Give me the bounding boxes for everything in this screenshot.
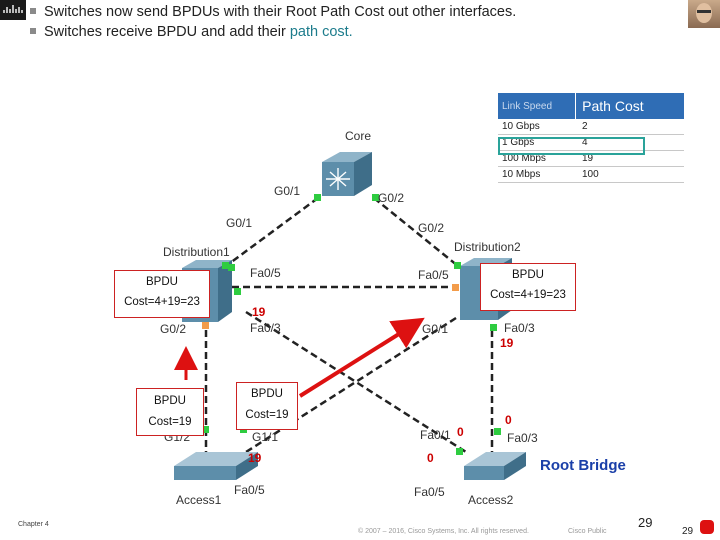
chapter-label: Chapter 4 [18,521,49,528]
port-label-d1-g02: G0/2 [160,322,187,336]
presenter-photo [688,0,720,28]
bpdu-box-d2: BPDU Cost=4+19=23 [480,263,576,311]
link-d2-a1 [245,316,457,454]
port-a2-fa01 [456,448,463,455]
port-d1-fa05 [228,264,235,271]
cost-a2-fa01-bottom: 0 [427,451,434,465]
bpdu-cost: Cost=4+19=23 [124,296,200,308]
bpdu-cost: Cost=19 [148,416,192,428]
cost-a2-fa03: 0 [505,413,512,427]
root-bridge-label: Root Bridge [540,457,626,474]
slide-marker-icon [700,520,714,534]
port-label-a1-g11: G1/1 [252,430,279,444]
bpdu-cost: Cost=4+19=23 [490,289,566,301]
port-label-d1-g01: G0/1 [226,216,253,230]
core-label: Core [345,129,372,143]
port-d1-g01 [222,262,229,269]
port-label-d2-fa05: Fa0/5 [418,268,449,282]
port-d2-fa05 [452,284,459,291]
port-label-d2-g02: G0/2 [418,221,445,235]
bpdu-title: BPDU [146,276,178,288]
link-speed-header: Link Speed [498,93,576,119]
port-label-a1-fa05: Fa0/5 [234,483,265,497]
distribution2-label: Distribution2 [454,240,521,254]
bullet-2-text: Switches receive BPDU and add their [44,24,290,40]
port-d1-fa03 [234,288,241,295]
bpdu-title: BPDU [512,269,544,281]
path-cost-header: Path Cost [575,93,684,119]
distribution1-label: Distribution1 [163,245,230,259]
port-label-core-g02: G0/2 [378,191,405,205]
port-label-a2-fa01: Fa0/1 [420,428,451,442]
bullet-1-text: Switches now send BPDUs with their Root … [44,4,517,20]
cost-d2-fa03: 19 [500,336,514,350]
port-a2-fa03 [494,428,501,435]
port-label-d2-fa03: Fa0/3 [504,321,535,335]
port-d1-g02 [202,322,209,329]
core-switch-icon [322,152,372,196]
bpdu-cost: Cost=19 [245,409,289,421]
copyright: © 2007 – 2016, Cisco Systems, Inc. All r… [358,528,529,535]
bullet-2-highlight: path cost. [289,24,353,40]
cost-a1-g11: 19 [248,451,262,465]
bpdu-arrow-diagonal [298,317,425,398]
access1-label: Access1 [176,493,222,507]
port-label-d1-fa05: Fa0/5 [250,266,281,280]
bullet-2: Switches receive BPDU and add their path… [30,24,353,40]
page-number: 29 [638,515,653,530]
port-core-g01 [314,194,321,201]
link-core-d2 [373,197,459,267]
bpdu-box-d1: BPDU Cost=4+19=23 [114,270,210,318]
bullet-1: Switches now send BPDUs with their Root … [30,4,516,20]
bpdu-title: BPDU [154,395,186,407]
port-a1-g12 [202,426,209,433]
presenter-face-icon [696,3,712,23]
link-core-d1 [225,196,319,268]
bpdu-box-a1-right: BPDU Cost=19 [236,382,298,430]
port-core-g02 [372,194,379,201]
port-label-a2-fa03: Fa0/3 [507,431,538,445]
bpdu-box-a1-left: BPDU Cost=19 [136,388,204,436]
bpdu-title: BPDU [251,388,283,400]
cost-d1-fa03: 19 [252,305,266,319]
port-label-a2-fa05: Fa0/5 [414,485,445,499]
port-d2-g02 [454,262,461,269]
access2-switch-icon [464,452,526,480]
access2-label: Access2 [468,493,514,507]
cisco-public: Cisco Public [568,528,607,535]
port-label-d2-g01: G0/1 [422,322,449,336]
cost-a2-fa01-top: 0 [457,425,464,439]
page-number-corner: 29 [682,526,694,537]
row-highlight-box [498,137,645,155]
cisco-logo-icon [3,5,23,13]
cisco-logo [0,0,26,20]
port-label-d1-fa03: Fa0/3 [250,321,281,335]
access1-switch-icon [174,452,258,480]
port-d2-fa03 [490,324,497,331]
port-label-core-g01: G0/1 [274,184,301,198]
